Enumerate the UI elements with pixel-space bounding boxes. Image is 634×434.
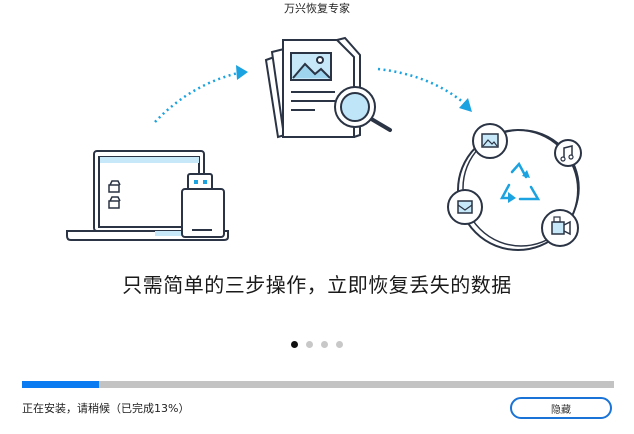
slide-pager: [0, 341, 634, 348]
window-title: 万兴恢复专家: [284, 2, 350, 15]
dotted-arrow-icon: [154, 65, 248, 123]
hide-button[interactable]: 隐藏: [510, 397, 612, 419]
install-progress-bar: [22, 381, 614, 388]
pager-dot-3[interactable]: [321, 341, 328, 348]
laptop-usb-icon: [66, 150, 229, 241]
illustration-panel: [66, 36, 582, 251]
hide-button-label: 隐藏: [551, 404, 571, 416]
pager-dot-2[interactable]: [306, 341, 313, 348]
progress-fill: [22, 381, 99, 388]
pager-dot-1[interactable]: [291, 341, 298, 348]
pager-dot-4[interactable]: [336, 341, 343, 348]
dotted-arrow-icon: [377, 67, 472, 112]
document-search-icon: [264, 36, 392, 139]
recovery-cycle-icon: [447, 123, 582, 251]
install-status-text: 正在安装，请稍候（已完成13%）: [22, 402, 190, 415]
slide-headline: 只需简单的三步操作，立即恢复丢失的数据: [122, 273, 512, 297]
